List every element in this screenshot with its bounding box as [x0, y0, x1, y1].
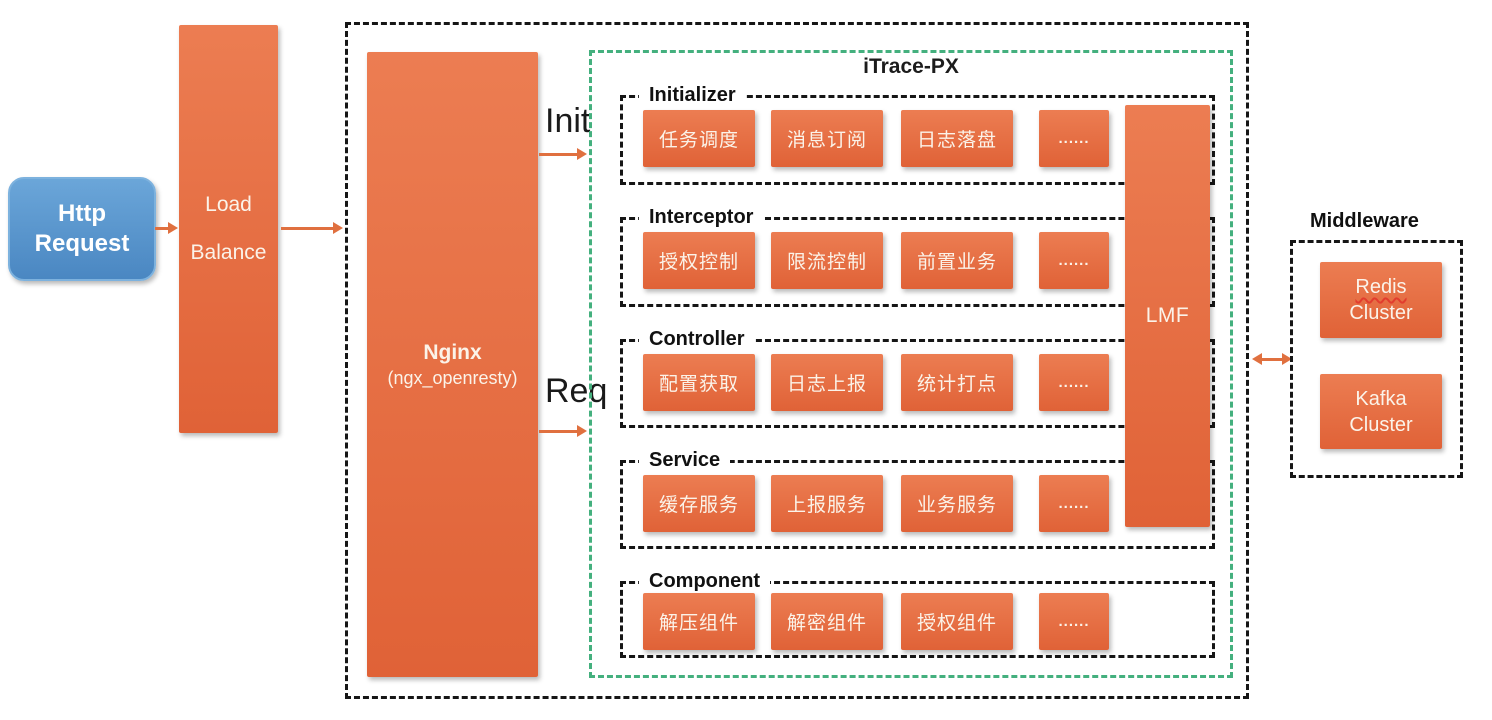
redis-line1: Redis: [1355, 276, 1407, 298]
section-interceptor: Interceptor 授权控制 限流控制 前置业务 ......: [620, 206, 1215, 307]
module-box-more: ......: [1039, 110, 1109, 167]
http-request-line2: Request: [34, 230, 130, 257]
init-flow-label: Init: [545, 102, 591, 140]
section-controller-label: Controller: [639, 328, 755, 351]
http-request-line1: Http: [58, 200, 106, 227]
arrow-http-to-loadbalance: [155, 222, 178, 234]
module-box-more: ......: [1039, 593, 1109, 650]
module-box: 上报服务: [771, 475, 883, 532]
section-component-label: Component: [639, 570, 771, 593]
middleware-container: Redis Cluster Kafka Cluster: [1290, 240, 1463, 478]
section-component: Component 解压组件 解密组件 授权组件 ......: [620, 570, 1215, 658]
arrow-gateway-middleware-bidirectional: [1252, 353, 1292, 365]
kafka-line2: Cluster: [1349, 413, 1413, 436]
section-service-label: Service: [639, 449, 731, 472]
module-box-more: ......: [1039, 475, 1109, 532]
section-interceptor-label: Interceptor: [639, 206, 764, 229]
module-box: 限流控制: [771, 232, 883, 289]
nginx-node: Nginx (ngx_openresty): [367, 52, 538, 677]
module-box: 配置获取: [643, 354, 755, 411]
arrow-loadbalance-to-gateway: [281, 222, 343, 234]
redis-line2: Cluster: [1349, 302, 1413, 324]
module-box: 日志上报: [771, 354, 883, 411]
section-controller: Controller 配置获取 日志上报 统计打点 ......: [620, 328, 1215, 428]
module-box: 任务调度: [643, 110, 755, 167]
redis-cluster-node: Redis Cluster: [1320, 262, 1442, 338]
kafka-line1: Kafka: [1355, 387, 1407, 410]
req-flow-label: Req: [545, 372, 608, 410]
section-initializer: Initializer 任务调度 消息订阅 日志落盘 ......: [620, 84, 1215, 185]
arrow-nginx-req: [539, 425, 587, 437]
module-box-more: ......: [1039, 354, 1109, 411]
nginx-line2: (ngx_openresty): [387, 367, 518, 388]
kafka-cluster-node: Kafka Cluster: [1320, 374, 1442, 449]
arrow-nginx-init: [539, 148, 587, 160]
load-balance-line2: Balance: [190, 241, 267, 264]
section-initializer-label: Initializer: [639, 84, 746, 107]
module-box: 消息订阅: [771, 110, 883, 167]
module-box: 统计打点: [901, 354, 1013, 411]
lmf-bar: LMF: [1125, 105, 1210, 527]
module-box: 解密组件: [771, 593, 883, 650]
load-balance-node: Load Balance: [179, 25, 278, 433]
module-box-more: ......: [1039, 232, 1109, 289]
nginx-line1: Nginx: [423, 340, 482, 364]
section-service: Service 缓存服务 上报服务 业务服务 ......: [620, 449, 1215, 549]
middleware-title: Middleware: [1310, 210, 1419, 232]
itrace-px-container: [589, 50, 1233, 678]
module-box: 授权控制: [643, 232, 755, 289]
load-balance-line1: Load: [205, 193, 252, 216]
module-box: 日志落盘: [901, 110, 1013, 167]
module-box: 业务服务: [901, 475, 1013, 532]
module-box: 授权组件: [901, 593, 1013, 650]
gateway-container: [345, 22, 1249, 699]
module-box: 缓存服务: [643, 475, 755, 532]
module-box: 解压组件: [643, 593, 755, 650]
itrace-px-title: iTrace-PX: [863, 55, 959, 78]
module-box: 前置业务: [901, 232, 1013, 289]
http-request-node: Http Request: [8, 177, 156, 281]
